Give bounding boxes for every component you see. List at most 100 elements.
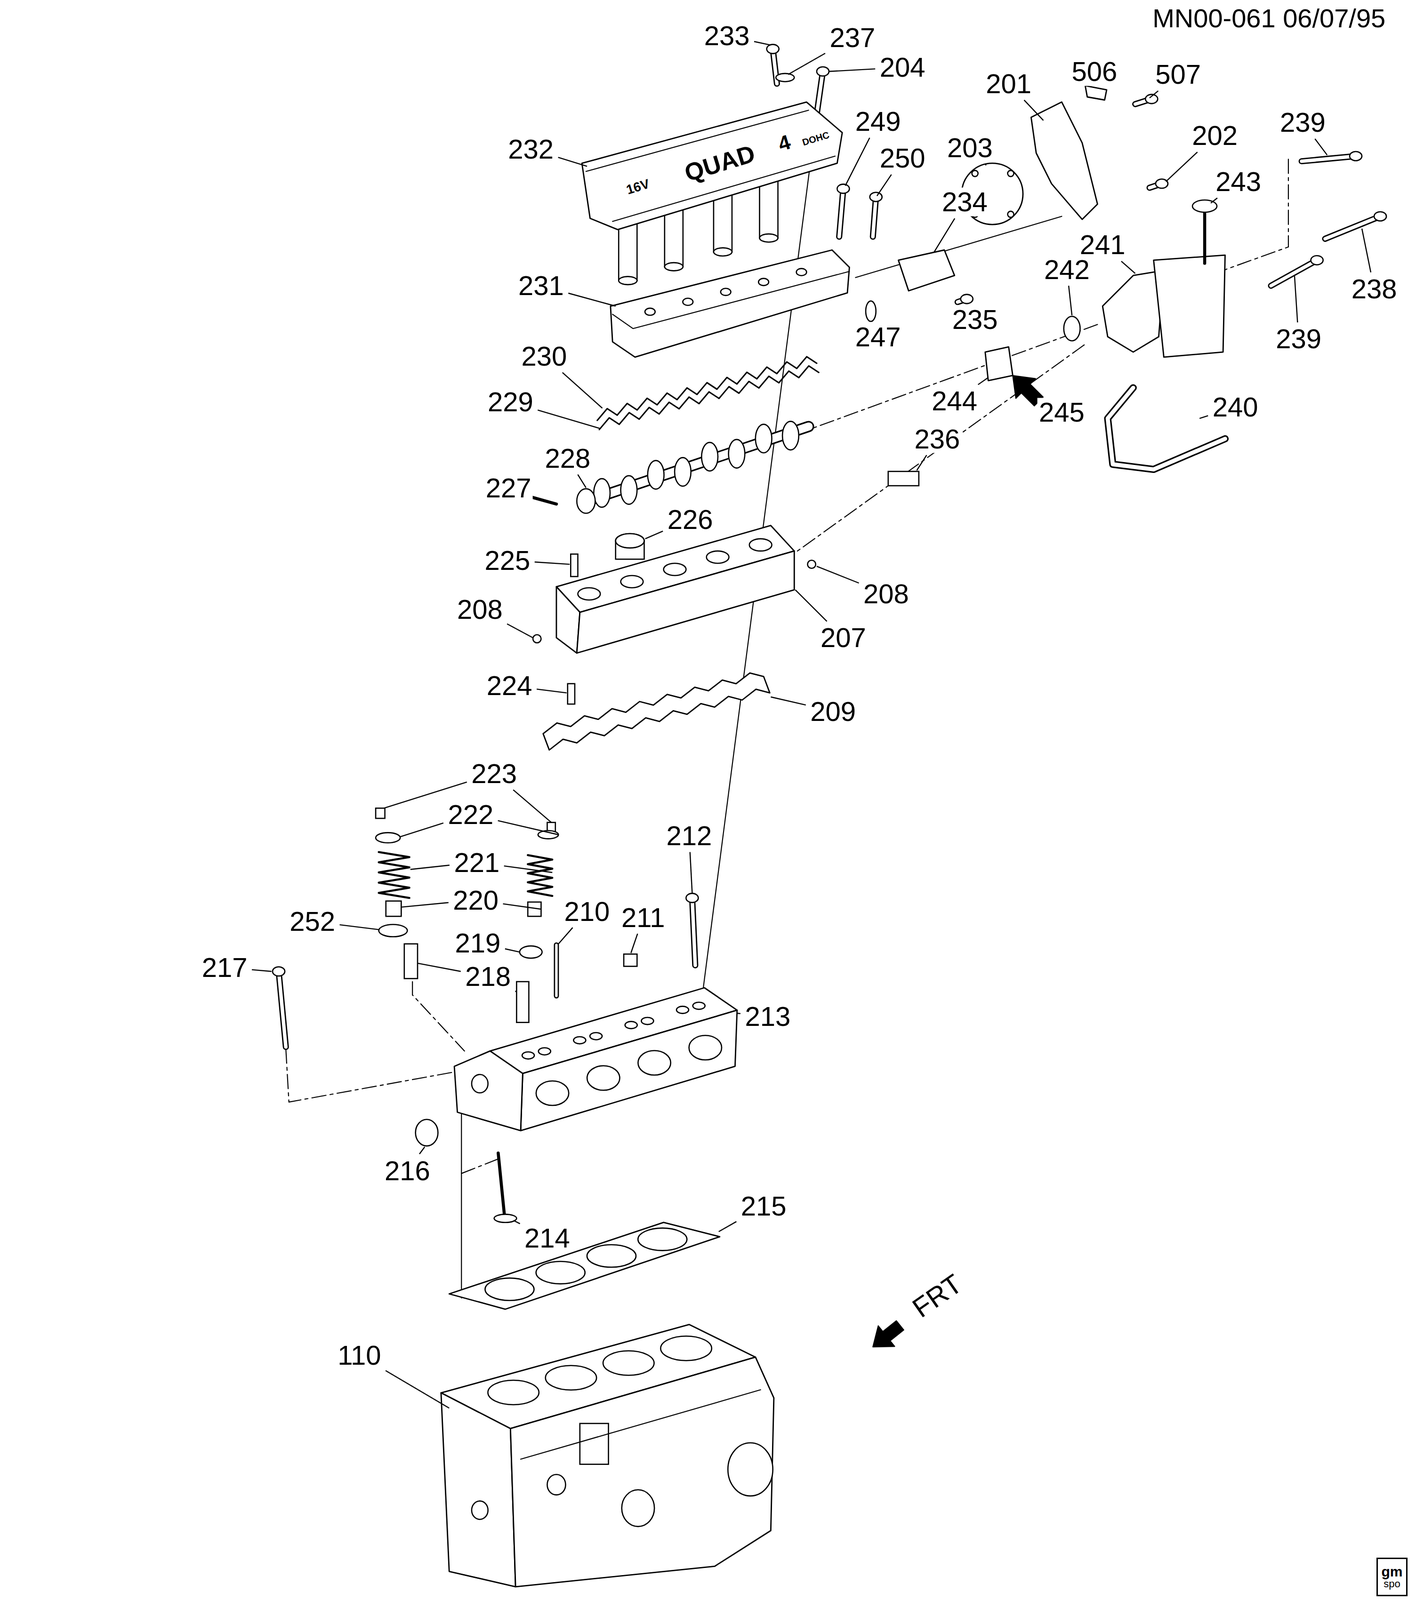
callout-number: 247 bbox=[853, 322, 903, 352]
callout-number: 202 bbox=[1190, 121, 1239, 151]
stud bbox=[839, 188, 844, 237]
callout-number: 229 bbox=[486, 387, 535, 417]
valve-seat bbox=[692, 1002, 706, 1010]
cam-journal bbox=[576, 489, 596, 514]
pin bbox=[531, 497, 557, 505]
bolt bbox=[1311, 255, 1324, 266]
assembly-line bbox=[285, 1049, 458, 1103]
valve-keeper bbox=[375, 808, 386, 819]
cam-lobe bbox=[755, 424, 773, 454]
cam-lobe bbox=[782, 421, 799, 451]
logo-text: spo bbox=[1383, 1579, 1400, 1590]
bearing-saddle bbox=[620, 575, 644, 588]
callout-number: 235 bbox=[950, 305, 1000, 334]
callout-number: 222 bbox=[446, 800, 495, 829]
callout-number: 110 bbox=[336, 1341, 383, 1371]
stud bbox=[872, 196, 877, 237]
head-bolt bbox=[691, 898, 696, 966]
leader-line bbox=[537, 410, 601, 429]
leader-line bbox=[816, 566, 860, 584]
bore bbox=[484, 1278, 534, 1302]
leader-line bbox=[770, 697, 806, 706]
callout-number: 204 bbox=[878, 53, 927, 82]
leader-line bbox=[1166, 152, 1198, 182]
head-hole bbox=[471, 1074, 489, 1094]
leader-line bbox=[513, 789, 552, 823]
callout-number: 238 bbox=[1350, 274, 1399, 304]
callout-number: 214 bbox=[522, 1223, 572, 1253]
engine-block bbox=[510, 1357, 774, 1588]
callout-number: 211 bbox=[619, 903, 667, 933]
bore bbox=[637, 1228, 687, 1252]
cylinder-head bbox=[454, 1051, 523, 1131]
leader-line bbox=[339, 925, 379, 930]
plug bbox=[623, 954, 637, 967]
stud bbox=[836, 184, 850, 194]
callout-number: 203 bbox=[945, 133, 995, 163]
valve-seat bbox=[641, 1017, 654, 1025]
dowel bbox=[567, 683, 575, 705]
leader-line bbox=[876, 174, 892, 196]
callout-number: 242 bbox=[1042, 255, 1092, 284]
valve-seat bbox=[625, 1021, 638, 1030]
cam-housing bbox=[556, 587, 580, 654]
block-boss bbox=[621, 1490, 655, 1528]
leader-line bbox=[1210, 198, 1218, 204]
callout-number: 250 bbox=[878, 144, 927, 173]
bolt bbox=[1155, 179, 1168, 189]
pump-housing bbox=[1102, 270, 1164, 353]
seal bbox=[1063, 316, 1081, 341]
coupling bbox=[985, 346, 1014, 381]
leader-line bbox=[978, 377, 989, 385]
bore bbox=[587, 1245, 636, 1268]
front-arrow bbox=[872, 1321, 904, 1348]
callout-number: 227 bbox=[484, 473, 533, 503]
bore bbox=[660, 1336, 712, 1361]
callout-number: 231 bbox=[516, 271, 566, 301]
spring-seat bbox=[378, 925, 408, 938]
assembly-line bbox=[855, 216, 1062, 278]
bore bbox=[545, 1366, 597, 1391]
camshaft bbox=[584, 426, 809, 502]
sensor bbox=[888, 471, 919, 486]
leader-line bbox=[630, 933, 638, 954]
stud bbox=[839, 188, 844, 237]
callout-number: 232 bbox=[506, 134, 556, 164]
leader-line bbox=[985, 164, 987, 166]
leader-line bbox=[1199, 415, 1208, 419]
spark-plug bbox=[554, 945, 560, 997]
leader-line bbox=[417, 963, 461, 972]
plug bbox=[532, 635, 541, 644]
valve-head bbox=[494, 1214, 517, 1223]
spark-plug bbox=[555, 945, 558, 997]
dipstick bbox=[1203, 212, 1207, 264]
plug bbox=[415, 1119, 439, 1147]
callout-number: 215 bbox=[739, 1192, 789, 1222]
bolt bbox=[960, 294, 974, 305]
leader-line bbox=[917, 455, 927, 471]
reservoir bbox=[1153, 255, 1226, 358]
coil-tube bbox=[664, 207, 684, 267]
hose bbox=[1107, 387, 1225, 470]
leader-line bbox=[558, 157, 588, 167]
leader-line bbox=[504, 866, 553, 873]
bolt-hole bbox=[644, 308, 656, 316]
callout-number: 240 bbox=[1211, 393, 1260, 422]
callout-number: 239 bbox=[1278, 108, 1328, 137]
callout-number: 243 bbox=[1214, 167, 1263, 197]
valve-seat bbox=[573, 1037, 586, 1045]
cover-bolt bbox=[816, 71, 823, 115]
valve-seal bbox=[386, 901, 402, 918]
spring-retainer bbox=[375, 832, 401, 844]
leader-line bbox=[737, 1013, 741, 1015]
callout-number: 239 bbox=[1274, 324, 1323, 354]
exploded-view bbox=[272, 44, 1387, 1587]
block-boss bbox=[547, 1474, 566, 1496]
valve-spring bbox=[378, 852, 410, 899]
leader-line bbox=[718, 1222, 737, 1232]
port bbox=[587, 1066, 620, 1091]
washer bbox=[775, 73, 795, 82]
leader-line bbox=[690, 852, 693, 894]
